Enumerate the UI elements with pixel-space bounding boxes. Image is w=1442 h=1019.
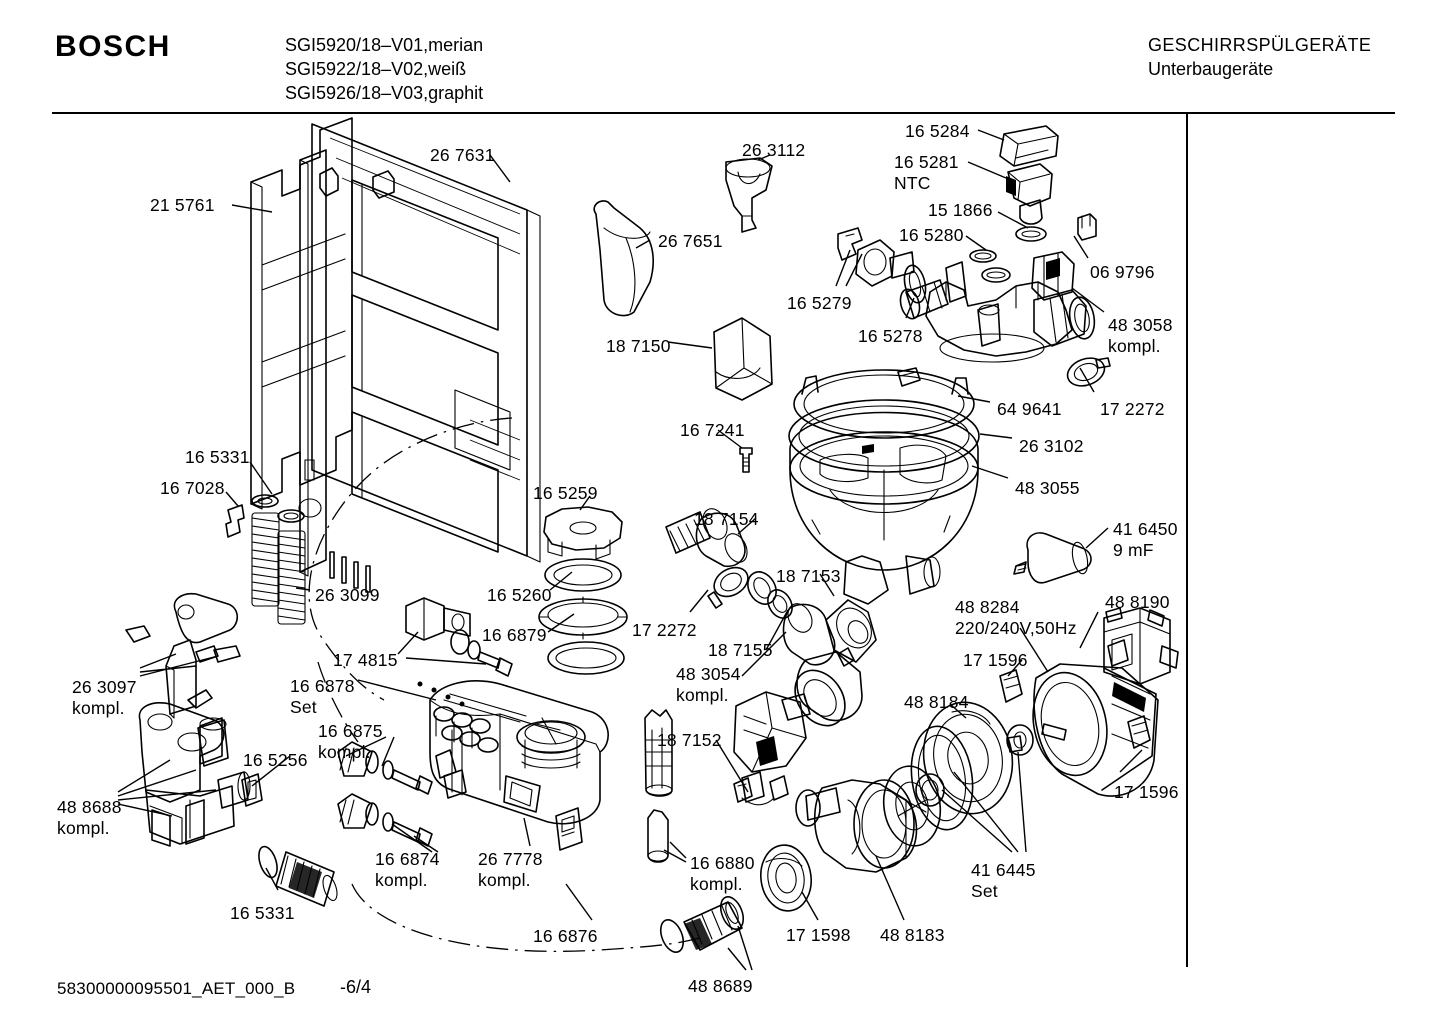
- part-label-166875: 16 6875 kompl.: [318, 721, 383, 762]
- part-label-172272: 17 2272: [1100, 399, 1165, 419]
- part-label-263097: 26 3097 kompl.: [72, 677, 137, 718]
- model-list: SGI5920/18–V01,merian SGI5922/18–V02,wei…: [285, 33, 483, 105]
- part-label-488284: 48 8284 220/240V,50Hz: [955, 597, 1077, 638]
- model-line-1: SGI5920/18–V01,merian: [285, 35, 484, 55]
- part-label-166874: 16 6874 kompl.: [375, 849, 440, 890]
- bosch-logo: BOSCH: [55, 30, 171, 63]
- part-label-488190: 48 8190: [1105, 592, 1170, 612]
- part-label-416450: 41 6450 9 mF: [1113, 519, 1178, 560]
- model-line-2: SGI5922/18–V02,weiß: [285, 59, 467, 79]
- part-label-187150: 18 7150: [606, 336, 671, 356]
- document-code: 58300000095501_AET_000_B: [57, 979, 296, 998]
- part-label-187155: 18 7155: [708, 640, 773, 660]
- part-label-165331: 16 5331: [230, 903, 295, 923]
- bottom-hose: [659, 895, 745, 954]
- part-label-151866: 15 1866: [928, 200, 993, 220]
- part-label-483054: 48 3054 kompl.: [676, 664, 741, 705]
- leader-lines: [117, 129, 1143, 971]
- door-spring-group: [225, 494, 306, 625]
- part-label-488184: 48 8184: [904, 692, 969, 712]
- page-number: -6/4: [340, 977, 372, 997]
- part-label-187153: 18 7153: [776, 566, 841, 586]
- part-label-416445: 41 6445 Set: [971, 860, 1036, 901]
- part-label-166878: 16 6878 Set: [290, 676, 355, 717]
- door-panel-group: [250, 117, 541, 593]
- header-divider-rule: [52, 112, 1395, 114]
- part-label-166880: 16 6880 kompl.: [690, 853, 755, 894]
- inlet-valve-group: [125, 592, 263, 847]
- part-label-165281: 16 5281 NTC: [894, 152, 959, 193]
- part-label-165260: 16 5260: [487, 585, 552, 605]
- flow-switch-group: [733, 691, 811, 806]
- part-label-187152: 18 7152: [657, 730, 722, 750]
- part-label-649641: 64 9641: [997, 399, 1062, 419]
- part-label-267778: 26 7778 kompl.: [478, 849, 543, 890]
- part-label-267651: 26 7651: [658, 231, 723, 251]
- part-label-069796: 06 9796: [1090, 262, 1155, 282]
- part-label-167241: 16 7241: [680, 420, 745, 440]
- part-label-165331: 16 5331: [185, 447, 250, 467]
- part-label-165280: 16 5280: [899, 225, 964, 245]
- part-label-165256: 16 5256: [243, 750, 308, 770]
- part-label-263102: 26 3102: [1019, 436, 1084, 456]
- part-label-166876: 16 6876: [533, 926, 598, 946]
- category-line-1: GESCHIRRSPÜLGERÄTE: [1148, 35, 1372, 55]
- part-label-488689: 48 8689: [688, 976, 753, 996]
- part-label-187154: 18 7154: [694, 509, 759, 529]
- part-label-171596: 17 1596: [1114, 782, 1179, 802]
- part-label-165259: 16 5259: [533, 483, 598, 503]
- part-label-488183: 48 8183: [880, 925, 945, 945]
- capacitor: [1013, 532, 1092, 584]
- part-label-263099: 26 3099: [315, 585, 380, 605]
- right-margin-rule: [1186, 113, 1188, 967]
- category-line-2: Unterbaugeräte: [1148, 59, 1274, 79]
- part-label-171598: 17 1598: [786, 925, 851, 945]
- part-label-167028: 16 7028: [160, 478, 225, 498]
- part-label-165284: 16 5284: [905, 121, 970, 141]
- sump-housing-group: [429, 680, 609, 851]
- part-label-483055: 48 3055: [1015, 478, 1080, 498]
- part-label-165279: 16 5279: [787, 293, 852, 313]
- part-label-172272: 17 2272: [632, 620, 697, 640]
- part-label-174815: 17 4815: [333, 650, 398, 670]
- category-heading: GESCHIRRSPÜLGERÄTE Unterbaugeräte: [1148, 33, 1371, 81]
- part-label-171596: 17 1596: [963, 650, 1028, 670]
- part-label-166879: 16 6879: [482, 625, 547, 645]
- part-label-483058: 48 3058 kompl.: [1108, 315, 1173, 356]
- part-label-488688: 48 8688 kompl.: [57, 797, 122, 838]
- water-switch-group: [837, 125, 1111, 387]
- model-line-3: SGI5926/18–V03,graphit: [285, 83, 484, 103]
- part-label-165278: 16 5278: [858, 326, 923, 346]
- part-label-267631: 26 7631: [430, 145, 495, 165]
- spray-arm-bearing-group: [538, 506, 628, 675]
- part-label-215761: 21 5761: [150, 195, 215, 215]
- drain-hose-left: [258, 845, 338, 907]
- part-label-263112: 26 3112: [742, 140, 806, 160]
